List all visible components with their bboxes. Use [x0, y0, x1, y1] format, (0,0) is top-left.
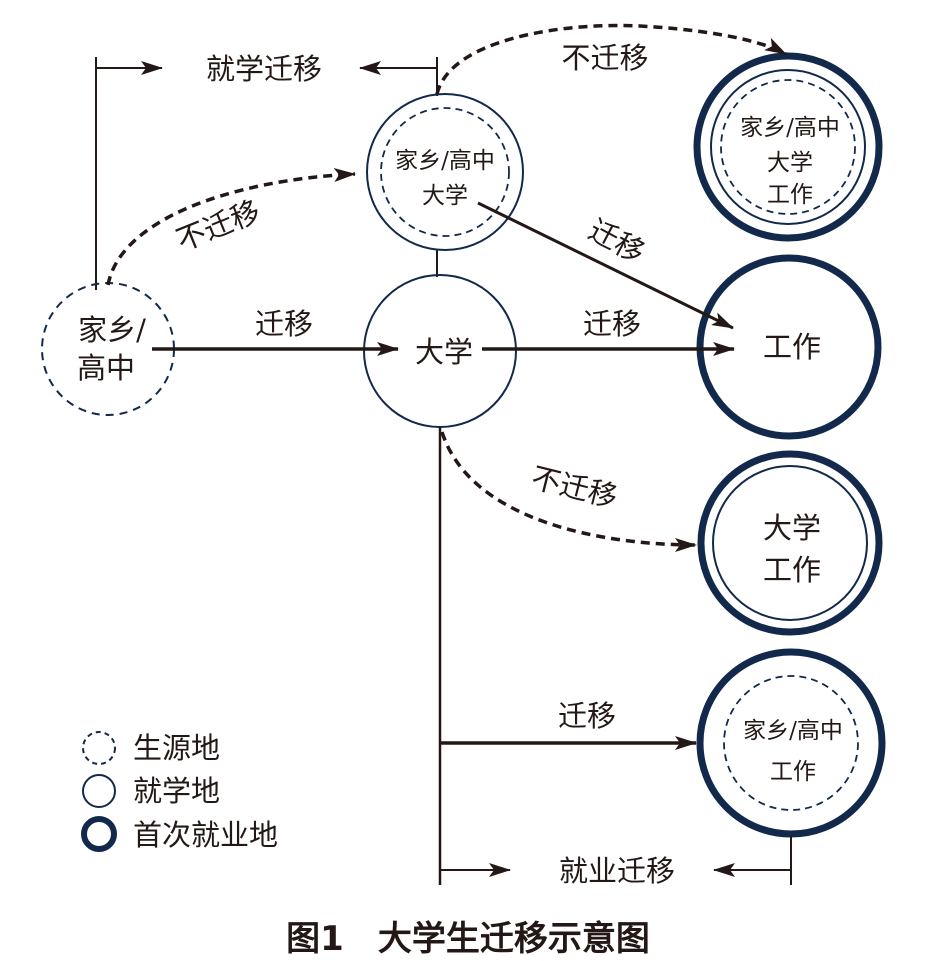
study-migration-label: 就学迁移	[206, 52, 322, 86]
allsame-dashed-circle	[720, 79, 856, 215]
legend-label-origin: 生源地	[133, 731, 220, 765]
node-work-uni-same: 大学 工作	[697, 450, 883, 636]
node-work: 工作	[696, 254, 882, 440]
edge-univ-to-unisame: 不迁移	[440, 431, 697, 552]
homesame-dashed-circle	[723, 675, 859, 811]
univsame-label-1: 家乡/高中	[395, 148, 495, 174]
edge-univsame-to-allsame: 不迁移	[435, 23, 787, 95]
legend-item-origin: 生源地	[82, 731, 220, 765]
allsame-label-2: 大学	[767, 150, 813, 176]
edge-origin-to-univ-label: 迁移	[255, 307, 313, 341]
allsame-thick-circle	[693, 52, 883, 242]
edge-univsame-to-work-label: 迁移	[583, 213, 650, 270]
study-migration-bracket: 就学迁移	[95, 52, 438, 290]
allsame-thin-circle	[710, 69, 866, 225]
node-work-all-same: 家乡/高中 大学 工作	[693, 52, 883, 242]
edge-univsame-to-work-line	[477, 201, 734, 330]
legend-thick-circle-icon	[81, 816, 117, 852]
edge-univ-to-unisame-path	[440, 431, 697, 552]
employment-migration-label: 就业迁移	[559, 854, 675, 888]
legend-label-work: 首次就业地	[133, 818, 278, 852]
legend: 生源地 就学地 首次就业地	[81, 731, 278, 852]
allsame-label-3: 工作	[767, 182, 813, 208]
unisame-thick-circle	[697, 450, 883, 636]
edge-univsame-to-allsame-label: 不迁移	[561, 41, 648, 75]
legend-dashed-circle-icon	[82, 731, 116, 765]
work-label: 工作	[763, 330, 821, 364]
edge-univ-to-work-label: 迁移	[583, 307, 641, 341]
work-circle	[696, 254, 882, 440]
edge-origin-to-univsame-label: 不迁移	[172, 194, 265, 258]
edge-origin-to-univ: 迁移	[152, 307, 399, 356]
edge-univ-to-work: 迁移	[482, 307, 735, 356]
legend-item-study: 就学地	[82, 774, 220, 808]
edge-univsame-to-allsame-path	[435, 23, 787, 95]
legend-label-study: 就学地	[133, 774, 220, 808]
univsame-inner-dashed-circle	[380, 107, 510, 237]
legend-thin-circle-icon	[82, 774, 116, 808]
edge-univ-to-homesame: 迁移	[440, 699, 697, 750]
allsame-label-1: 家乡/高中	[740, 115, 840, 141]
edge-univ-to-unisame-label: 不迁移	[528, 460, 621, 514]
unisame-label-2: 工作	[763, 553, 821, 587]
homesame-thick-circle	[696, 648, 886, 838]
node-university-same: 家乡/高中 大学	[366, 93, 524, 251]
origin-label-1: 家乡/	[78, 313, 146, 347]
univsame-outer-circle	[366, 93, 524, 251]
node-work-home-same: 家乡/高中 工作	[696, 648, 886, 838]
homesame-label-2: 工作	[770, 759, 816, 785]
legend-item-work: 首次就业地	[81, 816, 278, 852]
employment-migration-bracket: 就业迁移	[440, 836, 792, 888]
node-university: 大学	[363, 274, 517, 428]
edge-univ-to-homesame-label: 迁移	[558, 699, 616, 733]
origin-label-2: 高中	[77, 351, 135, 385]
figure-caption: 图1 大学生迁移示意图	[286, 919, 650, 959]
univsame-label-2: 大学	[422, 183, 468, 209]
unisame-thin-circle	[712, 465, 868, 621]
homesame-label-1: 家乡/高中	[743, 718, 843, 744]
unisame-label-1: 大学	[763, 511, 821, 545]
edge-origin-to-univsame: 不迁移	[106, 168, 356, 286]
university-label: 大学	[415, 335, 473, 369]
